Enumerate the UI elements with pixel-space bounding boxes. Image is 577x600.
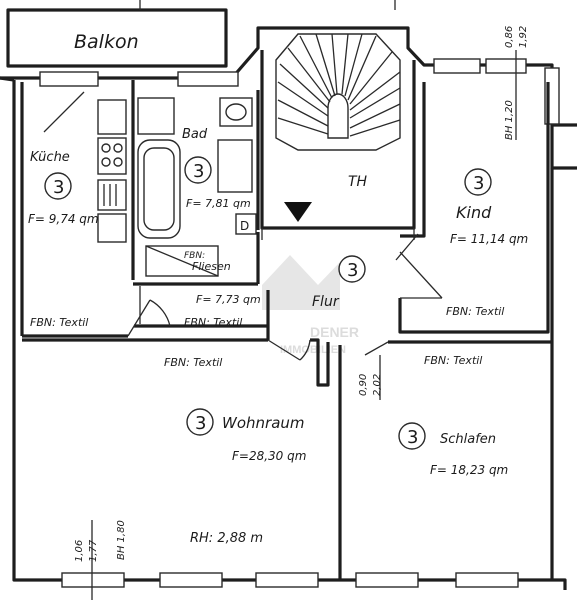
- dim-bottom-left-1: 1,06: [74, 540, 85, 562]
- kitchen-number: 3: [53, 177, 64, 198]
- stairwell-label: TH: [348, 174, 368, 190]
- bedroom-floor: FBN: Textil: [424, 354, 482, 367]
- staircase: [261, 33, 415, 240]
- kitchen-floor: FBN: Textil: [30, 316, 88, 329]
- hall-label: Flur: [312, 294, 340, 310]
- dim-top-right-2: 1,92: [518, 26, 529, 48]
- bath-area: F= 7,81 qm: [186, 197, 251, 210]
- balcony-label: Balkon: [74, 31, 139, 53]
- dim-bh-top-right: BH 1,20: [504, 100, 515, 140]
- child-number: 3: [473, 173, 484, 194]
- child-floor: FBN: Textil: [446, 305, 504, 318]
- dim-bottom-left-2: 1,77: [88, 539, 99, 562]
- kitchen-label: Küche: [30, 150, 70, 165]
- bath-label: Bad: [182, 127, 208, 142]
- hall-number: 3: [347, 260, 358, 281]
- bedroom-area: F= 18,23 qm: [430, 463, 508, 477]
- living-label: Wohnraum: [222, 414, 305, 432]
- interior-walls: [20, 50, 552, 580]
- entrance-arrow-icon: [284, 202, 312, 222]
- kitchen-area: F= 9,74 qm: [28, 212, 99, 226]
- bath-fixtures: [137, 97, 257, 277]
- hall-floor: FBN: Textil: [184, 316, 242, 329]
- room-number-markers: [44, 156, 492, 450]
- living-floor: FBN: Textil: [164, 356, 222, 369]
- dim-bottom-left-3: BH 1,80: [116, 520, 127, 560]
- living-number: 3: [195, 413, 206, 434]
- bedroom-label: Schlafen: [440, 432, 496, 447]
- balcony: [6, 0, 396, 68]
- dim-hall-door-1: 0,90: [358, 374, 369, 396]
- bath-floor-2: Fliesen: [192, 260, 231, 273]
- dimension-lines: [91, 50, 517, 600]
- living-room-height: RH: 2,88 m: [190, 531, 263, 546]
- hall-area: F= 7,73 qm: [196, 293, 261, 306]
- kitchen-fixtures: [43, 91, 127, 243]
- watermark-logo: [262, 255, 340, 310]
- dim-hall-door-2: 2,02: [372, 374, 383, 396]
- child-label: Kind: [456, 203, 492, 222]
- bath-door-mark: D: [240, 219, 249, 233]
- watermark-line1: DENER: [310, 324, 359, 340]
- dim-top-right-1: 0,86: [504, 26, 515, 48]
- child-area: F= 11,14 qm: [450, 232, 528, 246]
- door-swings: [127, 233, 443, 361]
- bedroom-number: 3: [407, 427, 418, 448]
- living-area: F=28,30 qm: [232, 449, 306, 463]
- bath-floor-1: FBN:: [184, 251, 205, 261]
- bath-number: 3: [193, 161, 204, 182]
